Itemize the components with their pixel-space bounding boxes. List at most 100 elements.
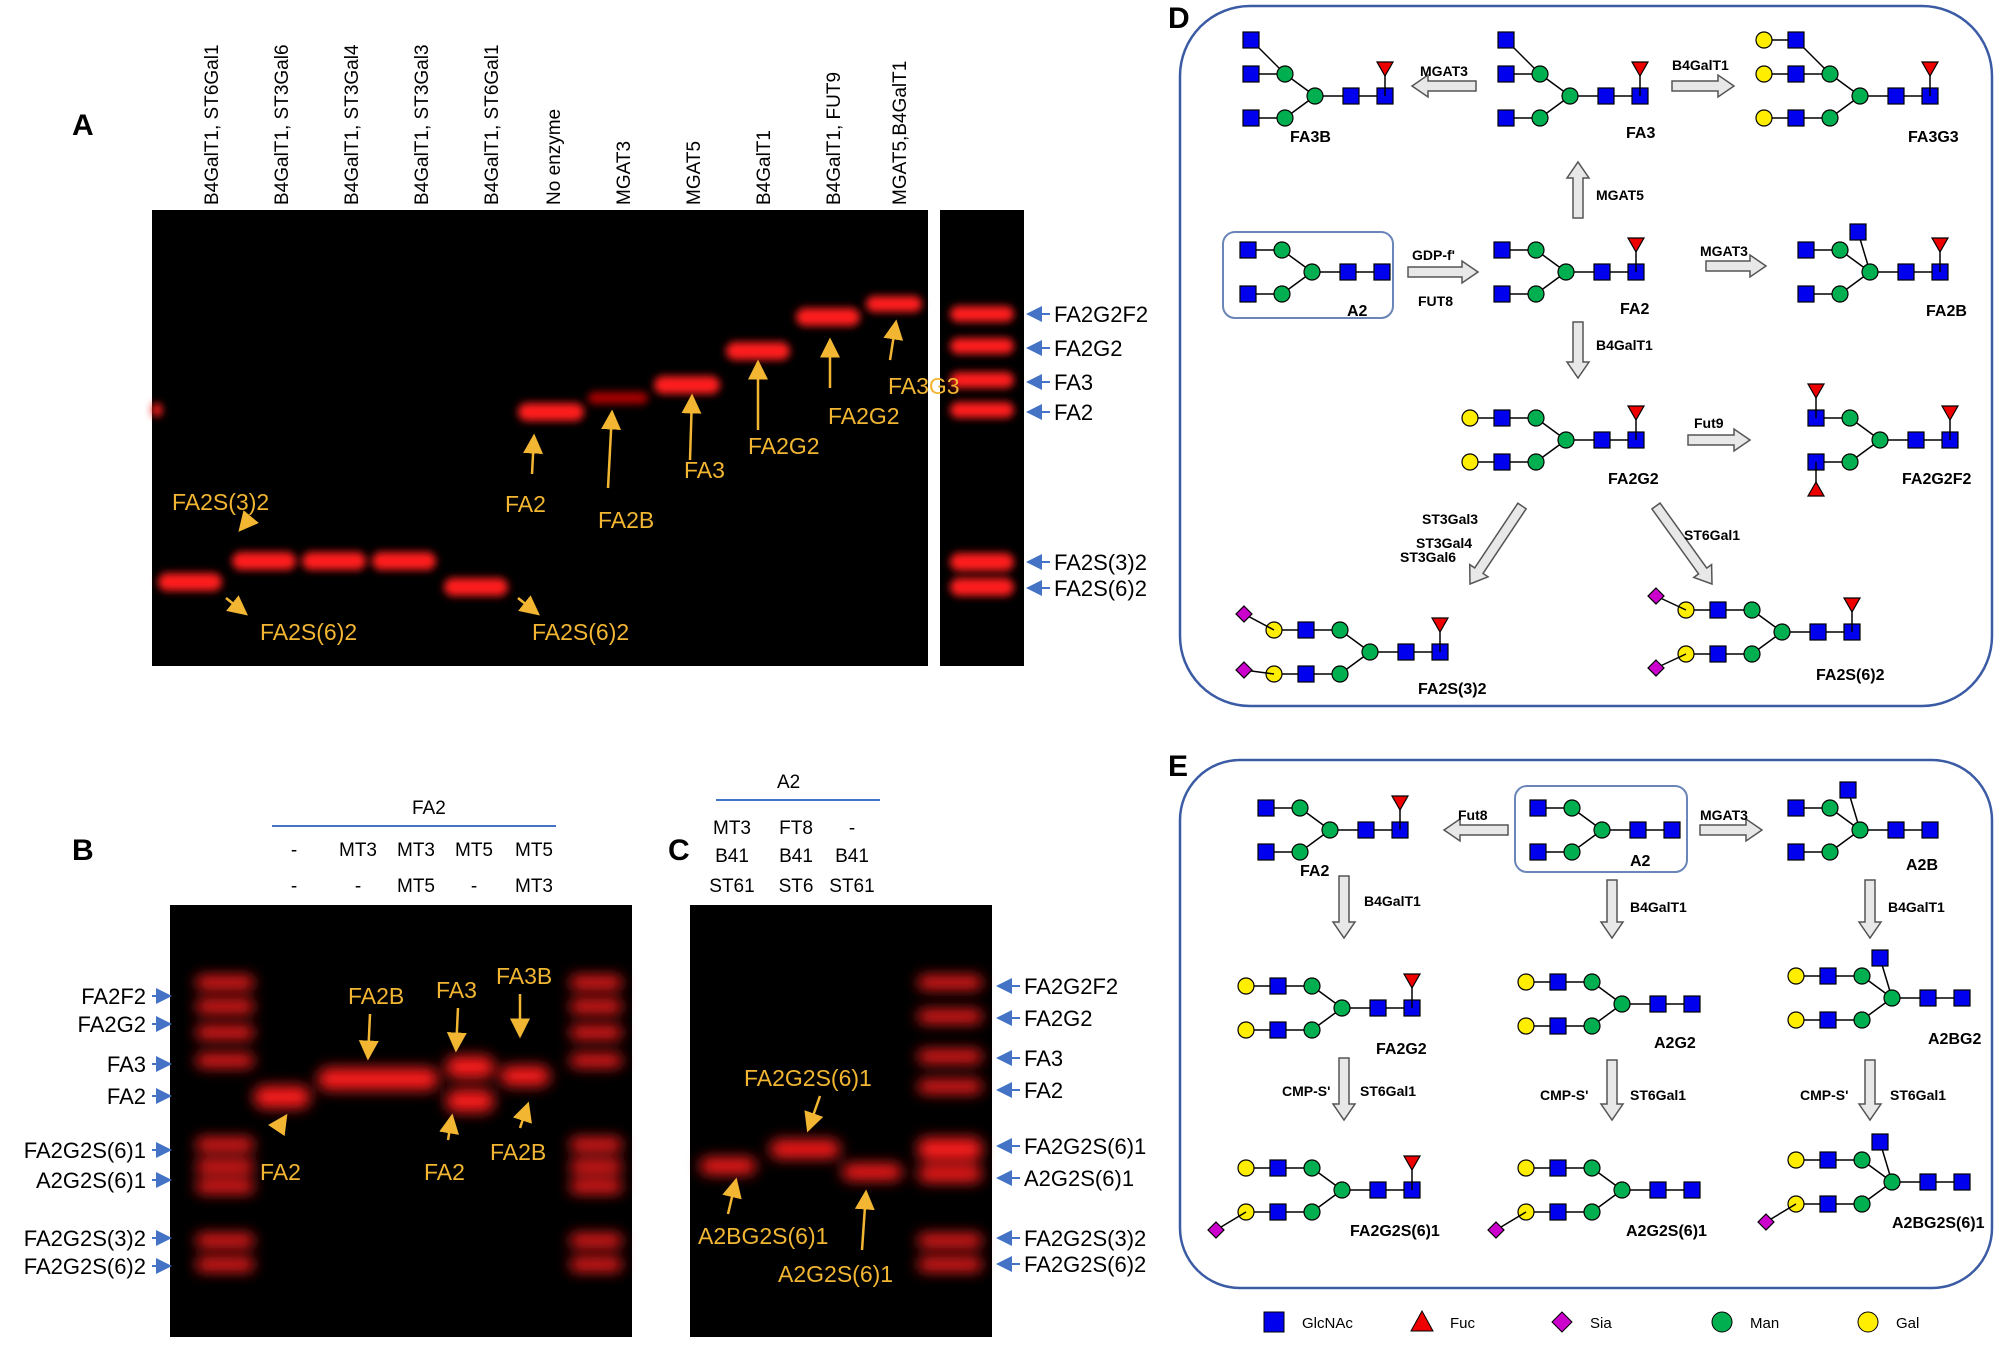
panel-b-letter: B [72,834,94,867]
gel-c-markers: FA2G2F2FA2G2FA3FA2FA2G2S(6)1A2G2S(6)1FA2… [996,974,1146,1277]
glcnac-symbol [1242,65,1260,83]
glcnac-symbol [1549,1159,1567,1177]
glcnac-symbol [1819,1011,1837,1029]
glycan-structure [1239,241,1391,303]
gal-symbol [1237,1021,1255,1039]
glcnac-symbol [1597,87,1615,105]
glcnac-icon [1263,1311,1285,1333]
panel-a-letter: A [72,109,94,142]
man-symbol [1821,843,1839,861]
glcnac-symbol [1897,263,1915,281]
glcnac-symbol [1397,643,1415,661]
glcnac-symbol [1809,623,1827,641]
glycan-structure [1497,31,1650,127]
lane-row1: MT5 [455,840,493,861]
man-symbol [1583,1203,1601,1221]
fuc-symbol [1806,383,1826,400]
marker-label: FA2G2 [78,1012,146,1037]
man-symbol [1557,263,1575,281]
panel-c-substrate: A2 [777,772,800,793]
glcnac-symbol [1257,799,1275,817]
lane-row2: - [291,876,297,897]
fuc-symbol [1402,1155,1422,1172]
enzyme-label: ST3Gal3 [1422,511,1478,527]
glcnac-symbol [1839,781,1857,799]
marker-label: FA2 [1054,400,1093,425]
glycan-label: FA2G2S(6)1 [1350,1223,1440,1240]
glcnac-symbol [1593,263,1611,281]
lane-label: MGAT5 [684,141,705,205]
panel-c-letter: C [668,834,690,867]
band-label: FA2S(6)2 [260,619,357,645]
glycan-structure [1529,799,1681,861]
enzyme-label: GDP-f' [1412,247,1455,263]
band-label: A2G2S(6)1 [778,1261,893,1287]
glycan-structure [1493,237,1646,303]
man-symbol [1773,623,1791,641]
lane-row2: MT5 [397,876,435,897]
glycan-label: A2G2S(6)1 [1626,1223,1707,1240]
lane-row3: ST6 [779,876,814,897]
enzyme-label: ST3Gal6 [1400,549,1456,565]
gel-b-markers: FA2F2FA2G2FA3FA2FA2G2S(6)1A2G2S(6)1FA2G2… [24,984,172,1279]
glcnac-symbol [1493,453,1511,471]
gal-symbol [1461,409,1479,427]
glcnac-symbol [1493,409,1511,427]
glcnac-symbol [1709,645,1727,663]
band-label: FA3 [684,457,725,483]
lane-row2: - [355,876,361,897]
marker-label: FA2G2F2 [1054,302,1148,327]
band-label: FA3 [436,977,477,1003]
man-symbol [1361,643,1379,661]
marker-label: FA2G2S(6)2 [24,1254,146,1279]
enzyme-label: B4GalT1 [1888,899,1945,915]
glcnac-symbol [1683,1181,1701,1199]
enzyme-label: B4GalT1 [1630,899,1687,915]
man-symbol [1613,995,1631,1013]
reaction-arrow [1705,253,1768,279]
glycan-label: FA2 [1620,301,1649,318]
glcnac-symbol [1342,87,1360,105]
glcnac-symbol [1549,1017,1567,1035]
band-label: FA2G2S(6)1 [744,1065,872,1091]
man-symbol [1331,621,1349,639]
band-arrow [517,595,540,616]
lane-label: No enzyme [544,109,565,205]
marker-label: FA2G2F2 [1024,974,1118,999]
man-symbol [1531,109,1549,127]
reaction-arrow [1410,73,1477,99]
sia-symbol [1487,1221,1505,1239]
glcnac-symbol [1269,1021,1287,1039]
lane-row1: MT3 [713,818,751,839]
fuc-icon [1410,1309,1434,1332]
glycan-structure [1757,1133,1971,1231]
fuc-symbol [1390,795,1410,812]
sia-icon [1551,1311,1573,1333]
glcnac-symbol [1497,65,1515,83]
reaction-arrow [1650,502,1713,586]
lane-label: MGAT3 [614,141,635,205]
panel-e-letter: E [1168,750,1188,783]
glcnac-symbol [1787,843,1805,861]
marker-label: FA2G2S(3)2 [24,1226,146,1251]
man-symbol [1851,87,1869,105]
band-label: FA2G2 [748,433,820,459]
enzyme-label: ST3Gal4 [1416,535,1472,551]
glycan-label: FA2G2 [1376,1041,1427,1058]
man-symbol [1306,87,1324,105]
glycan-label: FA2G2F2 [1902,471,1971,488]
lane-row2: - [471,876,477,897]
lane-row1: MT5 [515,840,553,861]
glcnac-symbol [1849,223,1867,241]
fuc-symbol [1630,61,1650,78]
gal-symbol [1237,977,1255,995]
enzyme-label: ST6Gal1 [1890,1087,1946,1103]
lane-row1: - [849,818,855,839]
glcnac-symbol [1257,843,1275,861]
glcnac-symbol [1871,1133,1889,1151]
